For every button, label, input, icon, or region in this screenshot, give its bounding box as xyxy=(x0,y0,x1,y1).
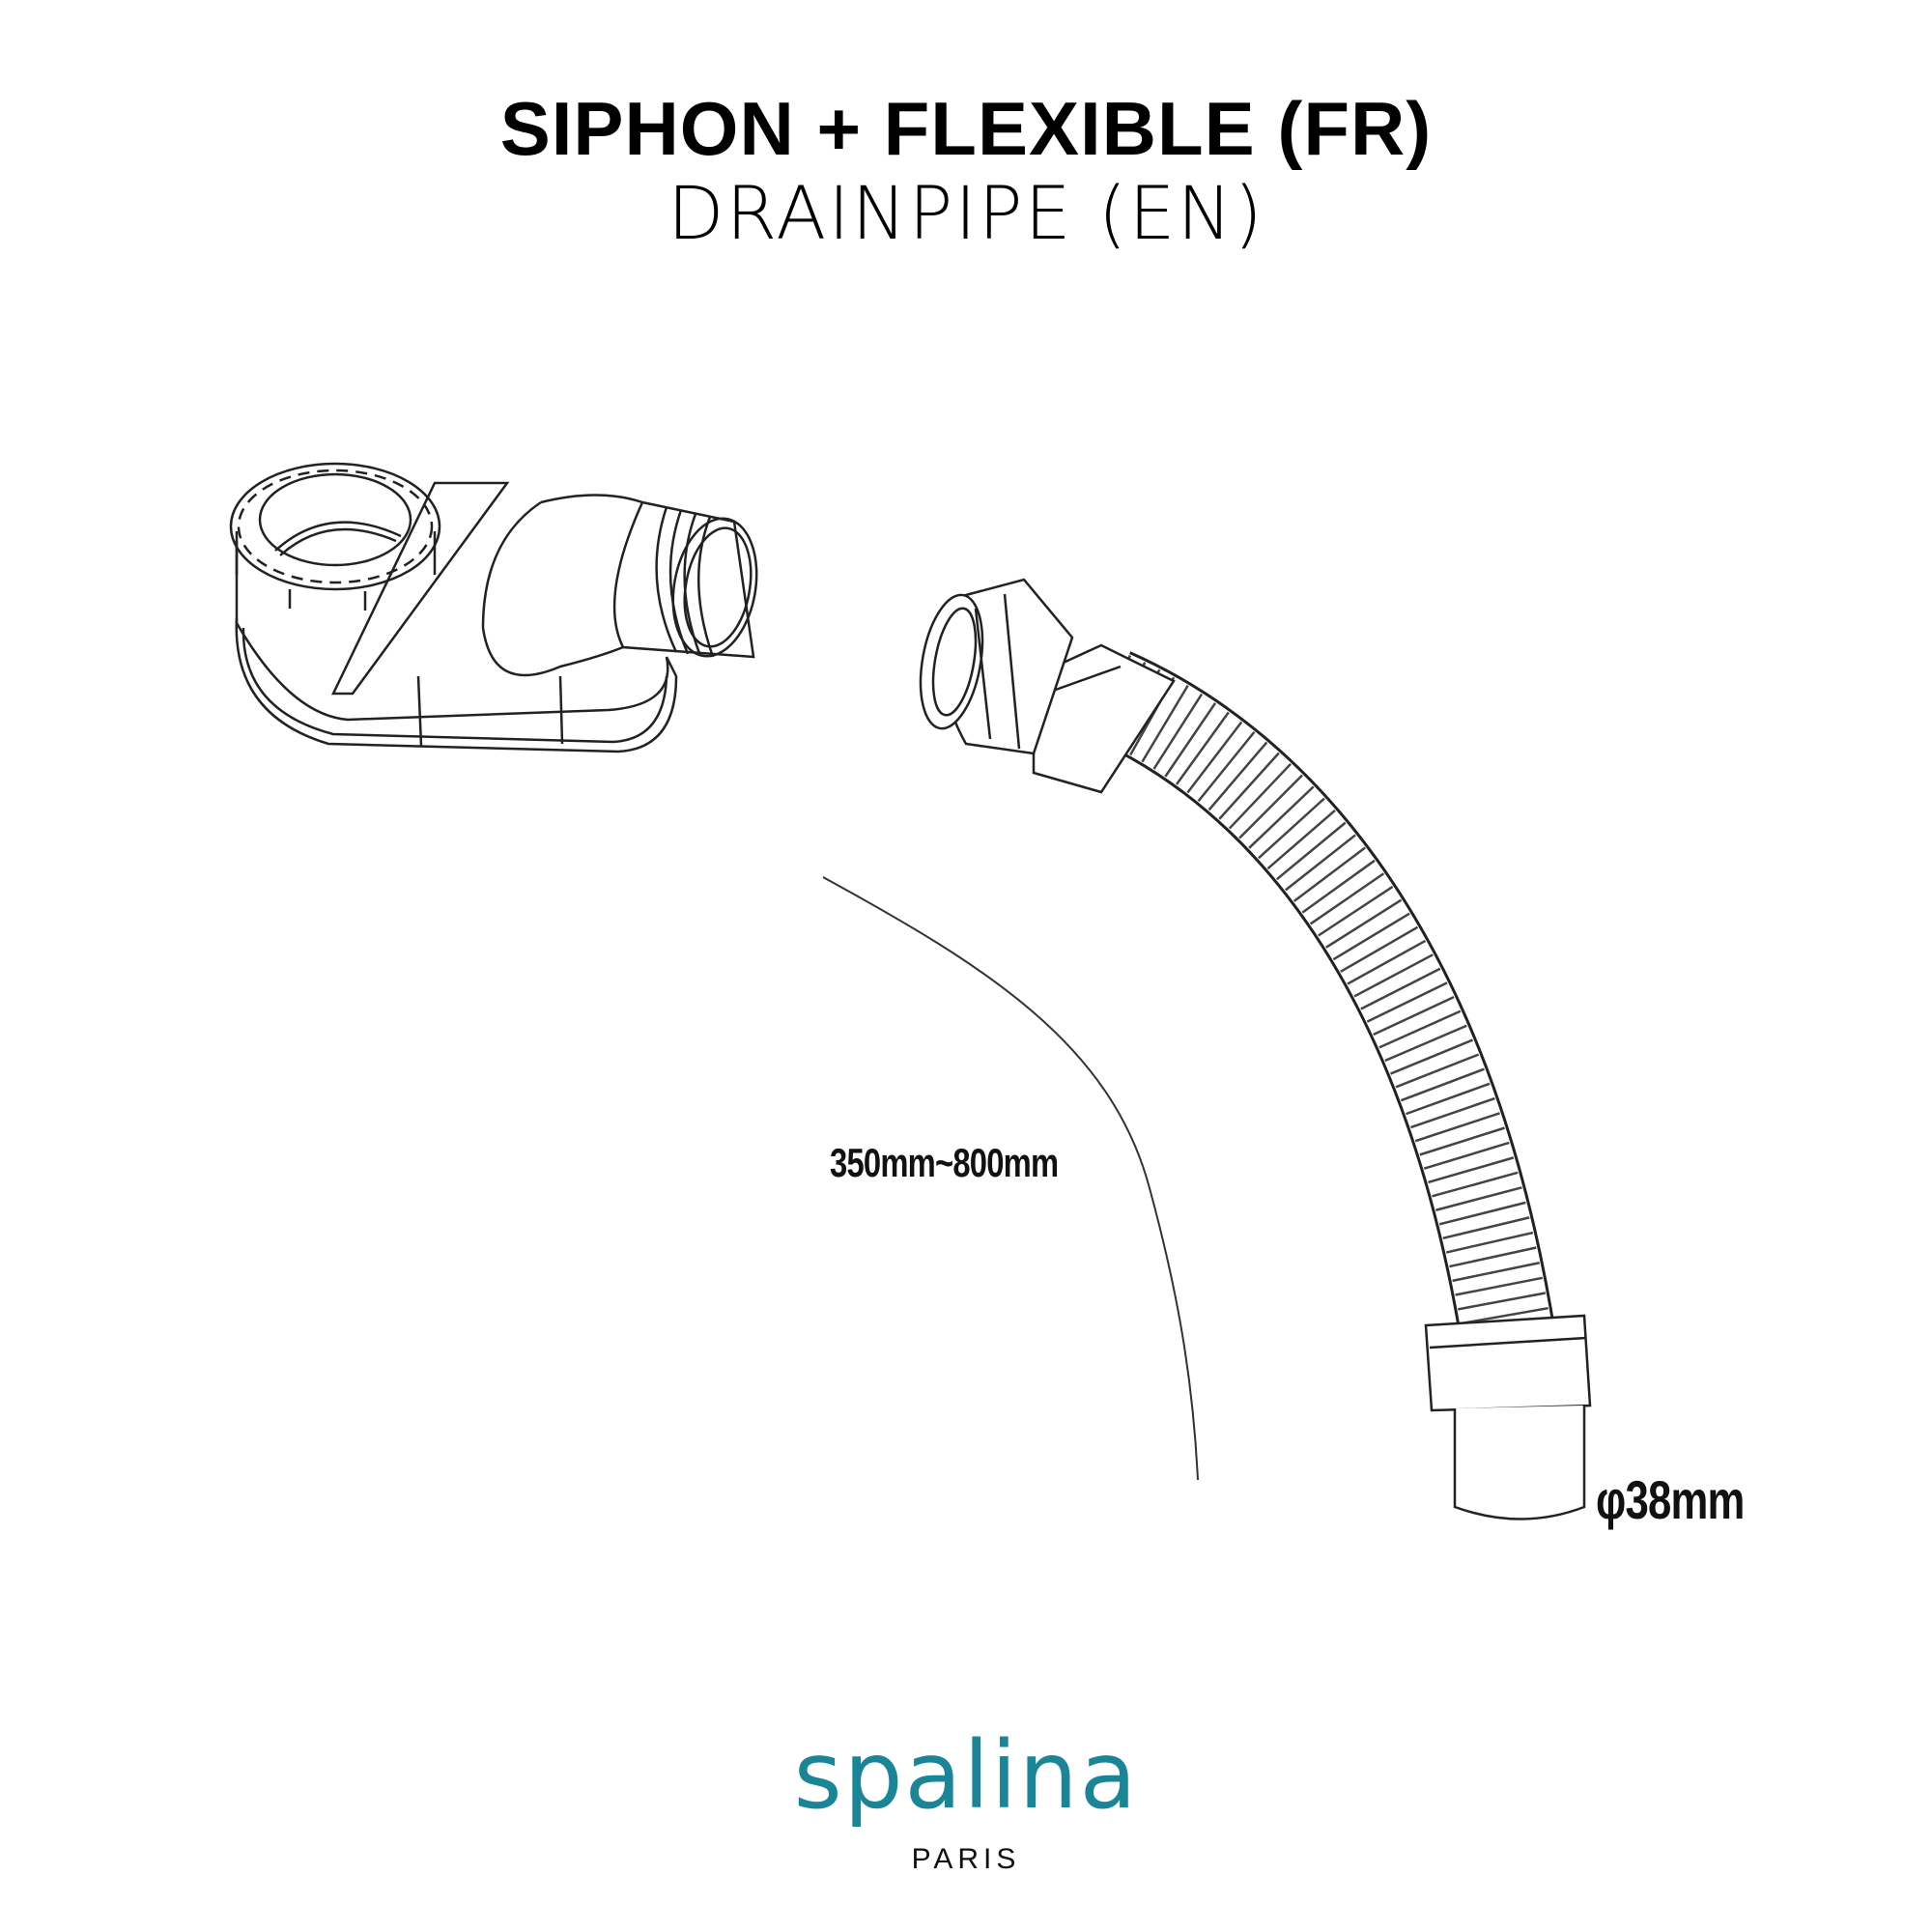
brand-city: PARIS xyxy=(911,1843,1021,1875)
siphon-inlet-ring xyxy=(229,462,441,591)
brand-logo: spalina PARIS xyxy=(0,1729,1932,1876)
siphon-drawing xyxy=(229,462,758,753)
siphon-base xyxy=(235,617,678,753)
hose-end-cuff xyxy=(1424,1314,1592,1412)
diameter-label: φ38mm xyxy=(1596,1469,1745,1530)
brand-name: spalina xyxy=(793,1721,1139,1830)
hose-end-tube xyxy=(1453,1406,1586,1520)
siphon-body xyxy=(235,541,669,722)
length-label: 350mm~800mm xyxy=(830,1140,1059,1185)
siphon-elbow xyxy=(481,500,624,677)
hose-drawing xyxy=(919,578,1592,1520)
length-dimension-line xyxy=(822,876,1199,1481)
siphon-diagonal xyxy=(331,481,510,696)
hose-top-cuff xyxy=(1032,643,1176,794)
title-fr: SIPHON + FLEXIBLE (FR) xyxy=(499,86,1433,171)
siphon-outlet xyxy=(612,500,755,659)
title-en: DRAINPIPE (EN) xyxy=(668,170,1264,256)
